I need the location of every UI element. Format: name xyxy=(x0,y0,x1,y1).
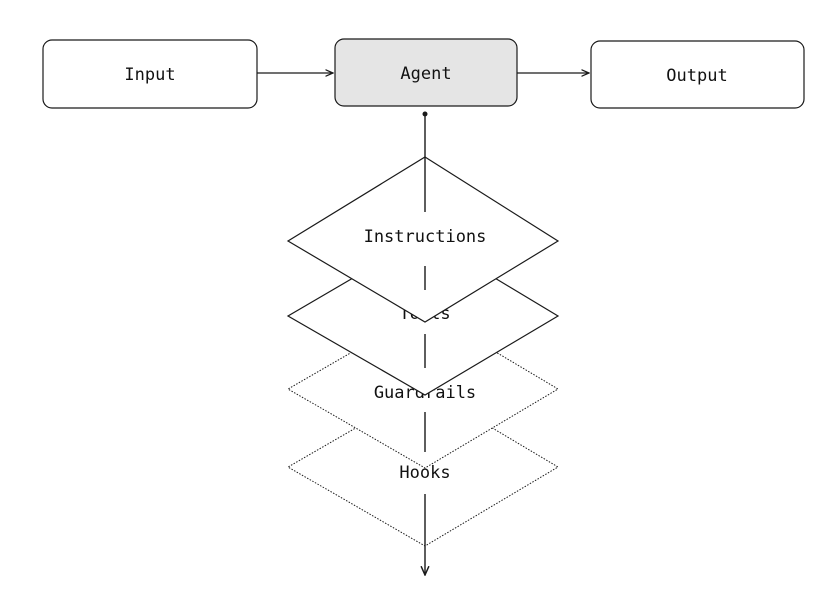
node-agent-box[interactable] xyxy=(334,38,518,107)
node-agent-label: Agent xyxy=(400,64,451,84)
layer-instructions-label: Instructions xyxy=(364,227,487,247)
node-input-label: Input xyxy=(124,65,175,85)
connector-dot xyxy=(422,111,428,117)
layer-instructions-shape xyxy=(286,156,560,323)
layer-hooks-label: Hooks xyxy=(399,463,450,483)
node-agent[interactable]: Agent xyxy=(334,38,518,107)
layer-stack: Hooks Guardrails Tools Instructions xyxy=(286,111,560,576)
node-output-label: Output xyxy=(666,66,727,86)
node-output-box[interactable] xyxy=(590,40,805,109)
node-input[interactable]: Input xyxy=(42,39,258,109)
node-output[interactable]: Output xyxy=(590,40,805,109)
layer-instructions: Instructions xyxy=(286,111,560,323)
node-input-box[interactable] xyxy=(42,39,258,109)
